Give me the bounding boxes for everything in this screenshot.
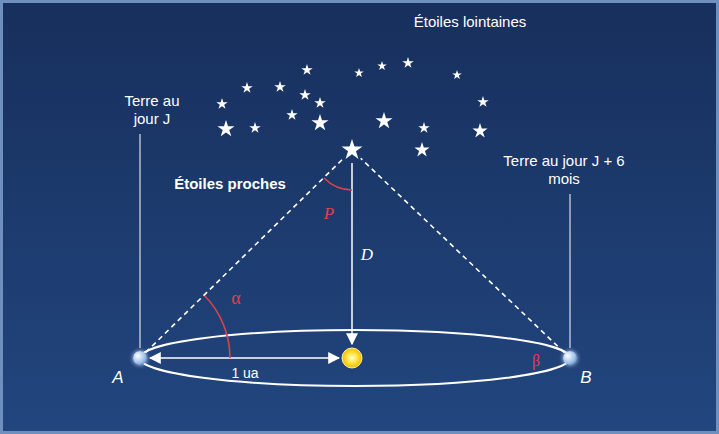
point-letter: A xyxy=(112,369,123,387)
earth-dot: Terre au jour JA xyxy=(133,351,147,365)
distance-label: D xyxy=(361,246,373,264)
parallax-arc xyxy=(324,178,352,190)
point-letter: B xyxy=(580,369,591,387)
sight-line xyxy=(361,158,565,352)
sun xyxy=(342,348,362,368)
orbit xyxy=(140,330,570,386)
leader-line xyxy=(570,194,571,348)
alpha-arc xyxy=(204,295,230,358)
angle-label: α xyxy=(231,289,240,307)
leader-line xyxy=(140,134,141,348)
au-arrow xyxy=(150,357,339,359)
angle-label: P xyxy=(324,205,334,223)
near-star: Étoiles proches xyxy=(341,139,363,161)
angle-label: β xyxy=(532,352,540,370)
star-label: Étoiles proches xyxy=(174,175,286,193)
region-label: Étoiles lointaines xyxy=(414,13,527,31)
dimension-label: 1 ua xyxy=(231,364,258,382)
earth-dot: Terre au jour J + 6 moisB xyxy=(563,351,577,365)
sight-line xyxy=(146,158,344,352)
star-symbol xyxy=(341,139,363,161)
earth-label: Terre au jour J xyxy=(117,92,187,128)
earth-label: Terre au jour J + 6 mois xyxy=(503,152,625,188)
